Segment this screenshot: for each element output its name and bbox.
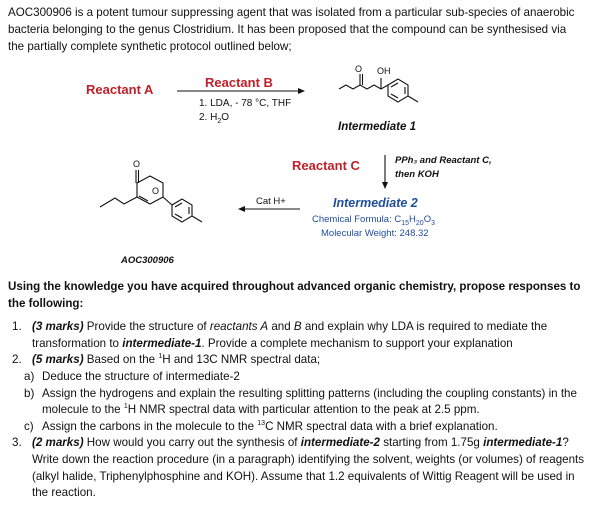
intermediate2-label: Intermediate 2 [333, 196, 418, 210]
intermediate1-structure [338, 74, 419, 103]
question-3-marks: (2 marks) [32, 436, 84, 450]
molecular-weight-label: Molecular Weight: 248.32 [321, 228, 429, 239]
step2-condition-1: PPh₃ and Reactant C, [395, 155, 492, 166]
questions-heading: Using the knowledge you have acquired th… [8, 280, 581, 310]
question-2-number: 2. [12, 353, 22, 367]
intermediate1-label: Intermediate 1 [338, 121, 416, 133]
question-1-number: 1. [12, 320, 22, 334]
reactant-b-label: Reactant B [205, 75, 273, 90]
reactant-c-label: Reactant C [292, 158, 360, 173]
reactant-a-label: Reactant A [86, 82, 154, 97]
product-name-label: AOC300906 [121, 255, 174, 266]
question-3-number: 3. [12, 436, 22, 450]
product-ring-o-label: O [152, 186, 160, 196]
ketone-o-label: O [355, 64, 363, 74]
question-1: 1.(3 marks) Provide the structure of rea… [12, 320, 548, 350]
product-carbonyl-o-label: O [133, 159, 141, 169]
cat-h-label: Cat H+ [256, 196, 286, 207]
step2-condition-2: then KOH [395, 169, 439, 180]
intro-paragraph: AOC300906 is a potent tumour suppressing… [8, 6, 575, 53]
step1-condition-1: 1. LDA, - 78 °C, THF [199, 98, 292, 109]
formula-label: Chemical Formula: C15H20O3 [312, 214, 435, 227]
step1-arrowhead [298, 88, 305, 94]
questions-section: Using the knowledge you have acquired th… [8, 279, 586, 502]
question-list: 1.(3 marks) Provide the structure of rea… [8, 319, 586, 502]
question-2a-letter: a) [24, 369, 35, 383]
step1-condition-2: 2. H2O [199, 112, 230, 125]
question-2b-letter: b) [24, 386, 35, 400]
oh-label: OH [377, 66, 391, 76]
question-3: 3.(2 marks) How would you carry out the … [12, 436, 585, 500]
question-2-marks: (5 marks) [32, 353, 84, 367]
question-1-marks: (3 marks) [32, 320, 84, 334]
question-2a: a)Deduce the structure of intermediate-2 [8, 369, 586, 386]
product-structure [99, 170, 203, 223]
question-2b: b)Assign the hydrogens and explain the r… [24, 386, 577, 417]
step2-arrowhead [382, 182, 388, 189]
question-2c-letter: c) [24, 419, 34, 433]
step3-arrowhead [238, 206, 245, 212]
question-2: 2.(5 marks) Based on the 1H and 13C NMR … [8, 352, 586, 369]
question-2c: c)Assign the carbons in the molecule to … [8, 419, 586, 436]
